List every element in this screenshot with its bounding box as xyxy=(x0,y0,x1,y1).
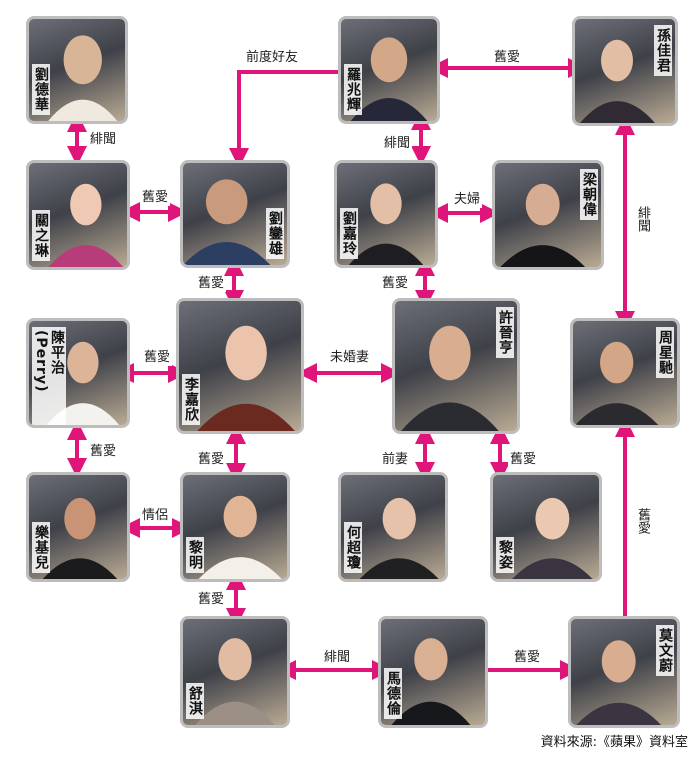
node-shu[interactable]: 舒淇 xyxy=(180,616,290,728)
rel-shu-ma: 緋聞 xyxy=(322,650,353,666)
portrait-image xyxy=(359,497,439,579)
node-mok[interactable]: 莫文蔚 xyxy=(568,616,680,728)
node-lai[interactable]: 黎姿 xyxy=(490,472,602,582)
rel-gigi-lau: 舊愛 xyxy=(140,190,171,206)
portrait-image xyxy=(48,183,124,267)
name-label: 羅兆輝 xyxy=(344,64,362,115)
node-tony[interactable]: 梁朝偉 xyxy=(492,160,604,270)
node-hui[interactable]: 許晉亨 xyxy=(392,298,520,434)
rel-chow-mok: 舊愛 xyxy=(634,506,650,536)
rel-chen-lee: 舊愛 xyxy=(142,350,173,366)
node-ho[interactable]: 何超瓊 xyxy=(338,472,448,582)
arrow-lau-lo xyxy=(229,62,360,168)
rel-lau-lo: 前度好友 xyxy=(244,50,301,66)
rel-chen-lok: 舊愛 xyxy=(88,444,119,460)
rel-carina-tony: 夫婦 xyxy=(452,192,483,208)
portrait-image xyxy=(391,638,471,725)
portrait-image xyxy=(580,39,655,123)
portrait-image xyxy=(576,640,662,725)
name-label: 梁朝偉 xyxy=(580,169,598,220)
name-label: 劉德華 xyxy=(32,64,50,115)
portrait-image xyxy=(42,497,118,579)
rel-andy-gigi: 緋聞 xyxy=(88,132,119,148)
name-label: 孫佳君 xyxy=(654,25,672,76)
portrait-image xyxy=(512,497,593,579)
rel-lau-lee: 舊愛 xyxy=(196,276,227,292)
rel-lok-leon: 情侶 xyxy=(140,508,171,524)
name-label: 何超瓊 xyxy=(344,522,362,573)
name-label: 關之琳 xyxy=(32,210,50,261)
node-lau[interactable]: 劉鑾雄 xyxy=(180,160,290,268)
name-label: 陳平治(Perry) xyxy=(32,327,66,425)
node-ma[interactable]: 馬德倫 xyxy=(378,616,488,728)
node-gigi[interactable]: 關之琳 xyxy=(26,160,130,270)
portrait-image xyxy=(348,183,424,265)
name-label: 舒淇 xyxy=(186,683,204,719)
portrait-image xyxy=(350,37,428,121)
portrait-image xyxy=(197,325,295,431)
rel-hui-ho: 前妻 xyxy=(380,452,411,468)
name-label: 馬德倫 xyxy=(384,668,402,719)
name-label: 莫文蔚 xyxy=(656,625,674,676)
portrait-image xyxy=(575,341,659,425)
portrait-image xyxy=(183,179,271,265)
name-label: 黎明 xyxy=(186,537,204,573)
name-label: 劉嘉玲 xyxy=(340,208,358,259)
portrait-image xyxy=(198,495,282,579)
rel-carina-hui: 舊愛 xyxy=(380,276,411,292)
node-chen[interactable]: 陳平治(Perry) xyxy=(26,318,130,428)
node-carina[interactable]: 劉嘉玲 xyxy=(334,160,438,268)
name-label: 劉鑾雄 xyxy=(266,208,284,259)
node-chow[interactable]: 周星馳 xyxy=(570,318,680,428)
rel-suen-chow: 緋聞 xyxy=(634,204,650,234)
name-label: 李嘉欣 xyxy=(182,374,200,425)
node-lo[interactable]: 羅兆輝 xyxy=(338,16,440,124)
node-lok[interactable]: 樂基兒 xyxy=(26,472,130,582)
node-suen[interactable]: 孫佳君 xyxy=(572,16,678,126)
name-label: 周星馳 xyxy=(656,327,674,378)
rel-hui-lai: 舊愛 xyxy=(508,452,539,468)
rel-lee-hui: 未婚妻 xyxy=(328,350,372,366)
node-andy[interactable]: 劉德華 xyxy=(26,16,128,124)
source-credit: 資料來源:《蘋果》資料室 xyxy=(540,735,688,750)
node-leon[interactable]: 黎明 xyxy=(180,472,290,582)
rel-leon-shu: 舊愛 xyxy=(196,592,227,608)
portrait-image xyxy=(48,35,118,121)
portrait-image xyxy=(500,183,586,267)
rel-lo-carina: 緋聞 xyxy=(382,136,413,152)
rel-lee-leon: 舊愛 xyxy=(196,452,227,468)
rel-ma-mok: 舊愛 xyxy=(512,650,543,666)
node-lee[interactable]: 李嘉欣 xyxy=(176,298,304,434)
name-label: 樂基兒 xyxy=(32,522,50,573)
name-label: 黎姿 xyxy=(496,537,514,573)
portrait-image xyxy=(401,325,499,431)
portrait-image xyxy=(195,638,275,725)
rel-lo-suen: 舊愛 xyxy=(492,50,523,66)
name-label: 許晉亨 xyxy=(496,307,514,358)
